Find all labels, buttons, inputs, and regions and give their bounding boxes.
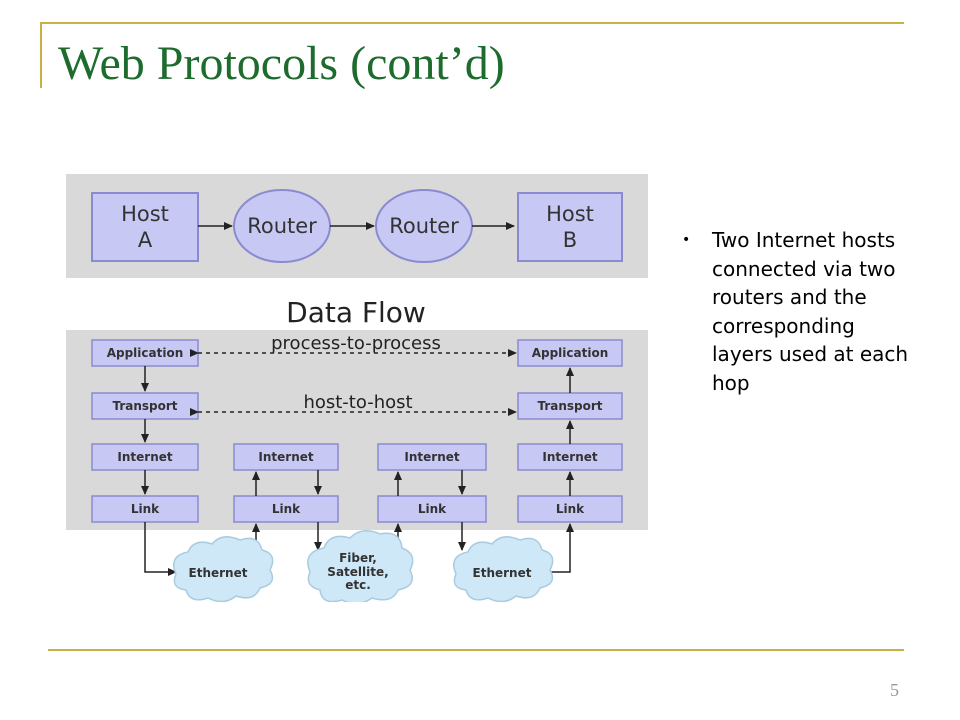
host-b-label-line1: Host: [546, 202, 594, 226]
host-to-host-label: host-to-host: [303, 392, 412, 413]
left-application-label: Application: [107, 346, 184, 360]
host-a-box: Host A: [91, 192, 199, 262]
bullet-text: Two Internet hosts connected via two rou…: [712, 228, 909, 395]
fiber-label-line1: Fiber,: [339, 551, 377, 565]
slide-title: Web Protocols (cont’d): [58, 37, 505, 90]
right-application-label: Application: [532, 346, 609, 360]
network-diagram: Host A Router Router Host B Data Flow Ap…: [66, 174, 648, 602]
title-accent-left-line: [40, 22, 42, 88]
fiber-label-line3: etc.: [345, 578, 371, 592]
router-1-stack: Internet Link: [233, 443, 339, 523]
bullet-marker: •: [682, 232, 691, 248]
data-flow-title: Data Flow: [286, 296, 426, 329]
ethernet-cloud-right: Ethernet: [453, 536, 554, 602]
title-accent-top-line: [40, 22, 904, 24]
router-1-label: Router: [247, 214, 317, 238]
page-number: 5: [890, 680, 899, 700]
process-to-process-link: process-to-process: [190, 333, 517, 357]
router-2-link-label: Link: [418, 502, 447, 516]
right-internet-label: Internet: [542, 450, 597, 464]
router-2-internet-label: Internet: [404, 450, 459, 464]
process-to-process-label: process-to-process: [271, 333, 441, 354]
left-link-label: Link: [131, 502, 160, 516]
ethernet-cloud-left: Ethernet: [173, 536, 274, 602]
router-1-internet-label: Internet: [258, 450, 313, 464]
fiber-label-line2: Satellite,: [327, 565, 388, 579]
ethernet-right-label: Ethernet: [473, 566, 532, 580]
left-internet-label: Internet: [117, 450, 172, 464]
left-host-stack: Application Transport Internet Link: [91, 339, 199, 523]
router-2-label: Router: [389, 214, 459, 238]
right-link-label: Link: [556, 502, 585, 516]
router-2: Router: [375, 189, 473, 263]
left-transport-label: Transport: [112, 399, 177, 413]
host-b-label-line2: B: [563, 228, 577, 252]
host-b-box: Host B: [517, 192, 623, 262]
footer-accent-line: [48, 649, 904, 651]
router-1-link-label: Link: [272, 502, 301, 516]
right-host-stack: Application Transport Internet Link: [517, 339, 623, 523]
fiber-satellite-cloud: Fiber, Satellite, etc.: [307, 530, 414, 602]
host-a-label-line1: Host: [121, 202, 169, 226]
host-a-label-line2: A: [138, 228, 153, 252]
right-transport-label: Transport: [537, 399, 602, 413]
router-2-stack: Internet Link: [377, 443, 487, 523]
ethernet-left-label: Ethernet: [189, 566, 248, 580]
router-1: Router: [233, 189, 331, 263]
host-to-host-link: host-to-host: [190, 392, 517, 416]
